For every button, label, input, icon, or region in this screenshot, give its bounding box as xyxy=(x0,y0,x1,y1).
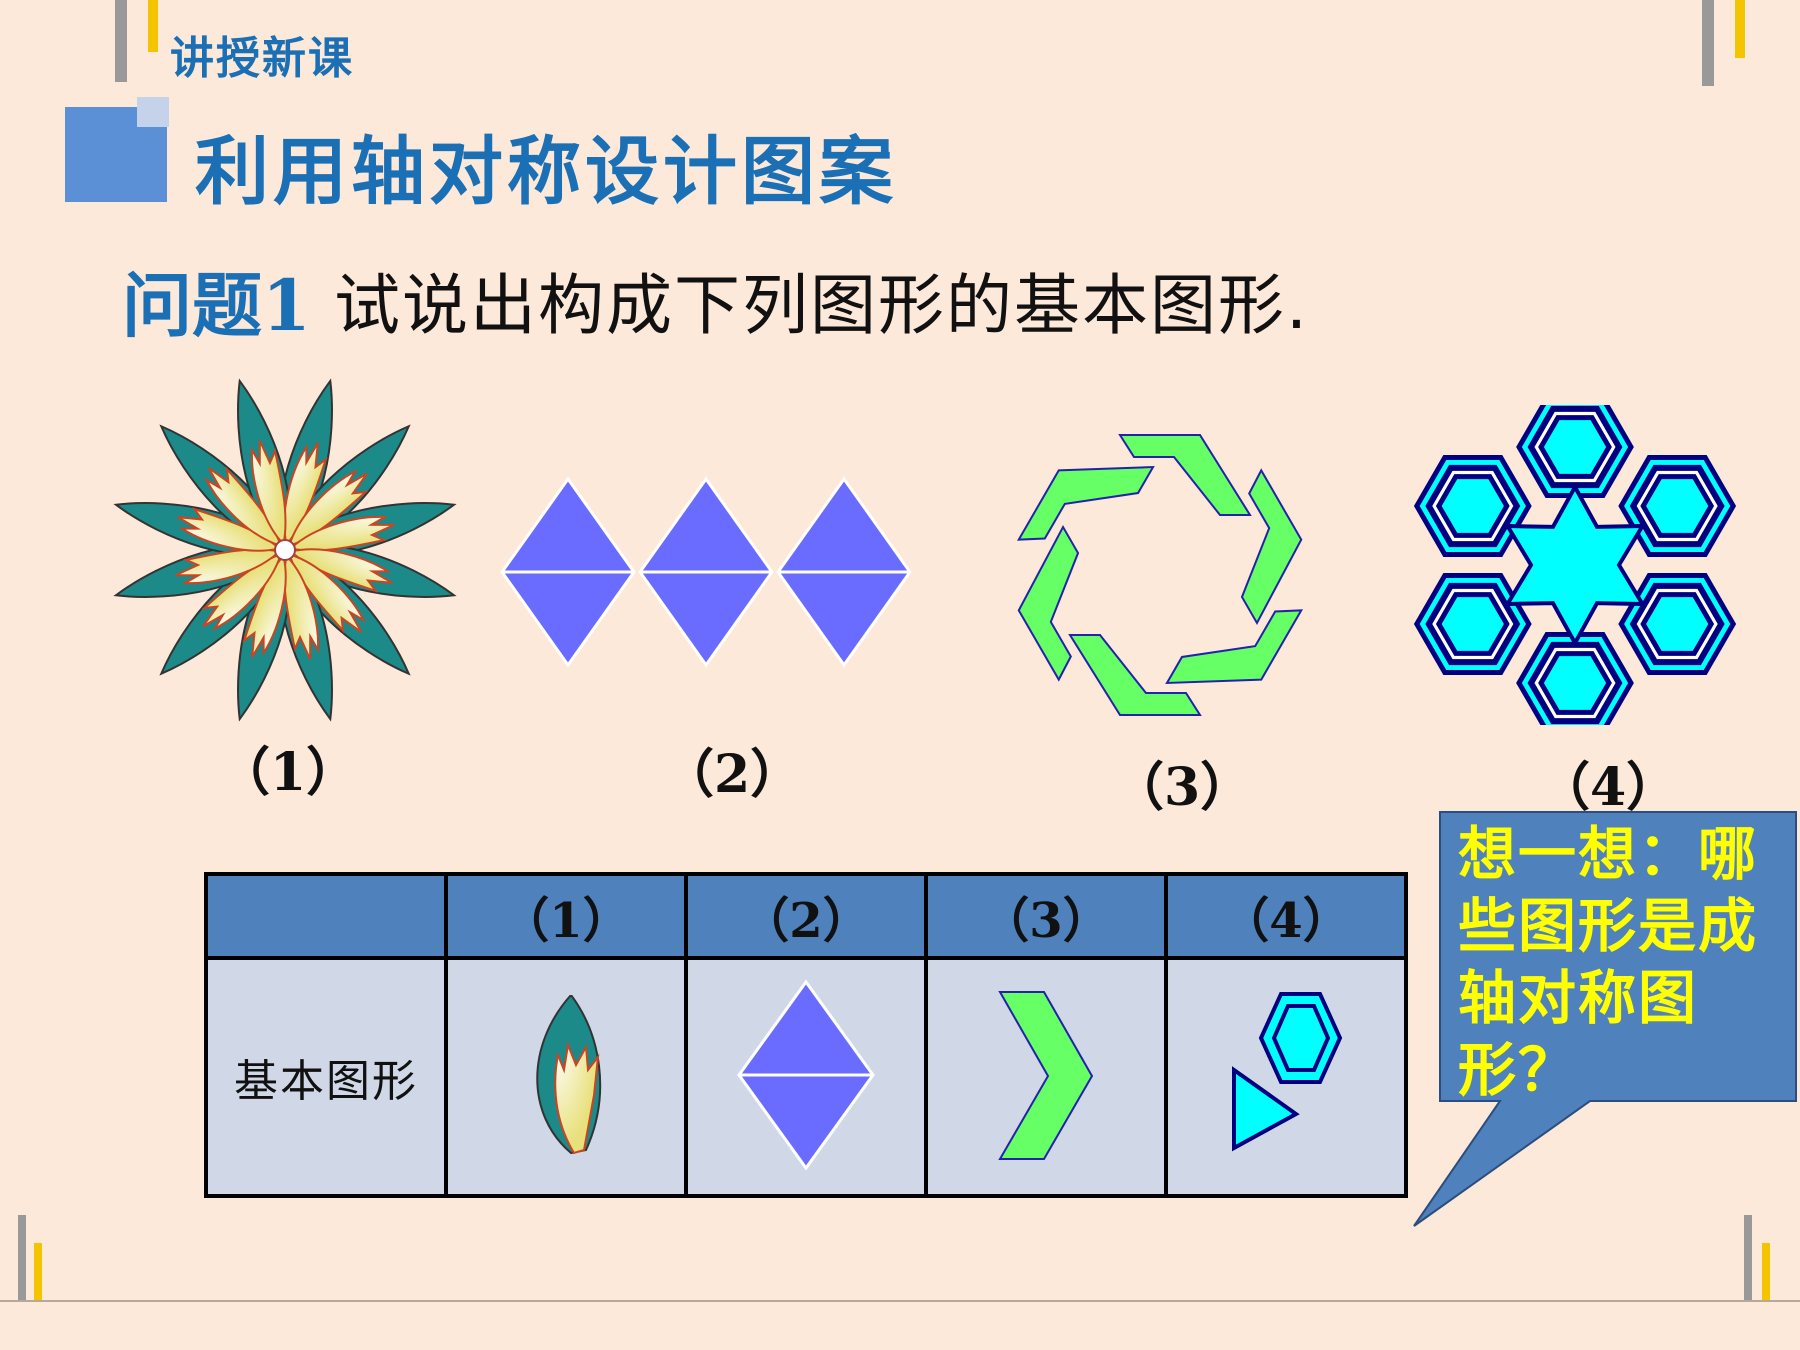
chevron-segment xyxy=(1118,434,1252,516)
hexagon-triangle-icon xyxy=(1232,992,1343,1152)
center-star xyxy=(1503,482,1647,648)
page-title: 利用轴对称设计图案 xyxy=(195,129,897,215)
star-flower-icon xyxy=(113,378,457,722)
deco-bar-gray-bl xyxy=(18,1215,26,1301)
table-cell-2 xyxy=(684,956,928,1198)
chevron-segment xyxy=(1165,609,1304,685)
deco-bar-gray-br xyxy=(1744,1215,1752,1301)
deco-bar-yellow-tr xyxy=(1735,0,1745,58)
chevron-segment xyxy=(1240,468,1303,626)
table-cell-1 xyxy=(444,956,688,1198)
table-header-empty xyxy=(204,872,448,960)
hexagon-ring xyxy=(1538,651,1612,715)
chevron-icon xyxy=(998,990,1094,1160)
question-text: 试说出构成下列图形的基本图形. xyxy=(334,267,1309,344)
table-row-label: 基本图形 xyxy=(204,956,448,1198)
table-header-3: （3） xyxy=(924,872,1168,960)
figure-label-1: （1） xyxy=(218,742,359,803)
heading-marker-small xyxy=(137,97,169,127)
table-header-row: （1） （2） （3） （4） xyxy=(204,872,1408,960)
rhombus-icon xyxy=(737,978,875,1171)
chevron-segment xyxy=(1017,524,1080,682)
deco-bar-gray-tl xyxy=(115,0,127,82)
basic-shapes-table: （1） （2） （3） （4） 基本图形 xyxy=(204,872,1408,1198)
figure-label-3: （3） xyxy=(1112,757,1253,818)
flower-petal-inner xyxy=(250,440,287,547)
hexagon-star-icon xyxy=(1413,405,1737,725)
table-cell-3 xyxy=(924,956,1168,1198)
deco-bar-yellow-tl xyxy=(148,0,158,52)
deco-bar-gray-tr xyxy=(1702,0,1714,86)
deco-bar-yellow-bl xyxy=(34,1243,42,1301)
figure-label-2: （2） xyxy=(662,744,803,805)
hexagon-ring xyxy=(1435,592,1510,656)
hexagonal-chevron-icon xyxy=(1016,434,1304,716)
callout-bubble xyxy=(1413,811,1797,1227)
table-header-2: （2） xyxy=(684,872,928,960)
table-row: 基本图形 xyxy=(204,956,1408,1198)
hexagon-ring xyxy=(1435,474,1510,538)
figure-label-4: （4） xyxy=(1538,757,1679,818)
three-rhombus-icon xyxy=(500,476,912,668)
chevron-segment xyxy=(1068,634,1202,716)
callout-text: 想一想：哪些图形是成轴对称图形？ xyxy=(1458,820,1759,1104)
table-header-4: （4） xyxy=(1164,872,1408,960)
deco-bar-yellow-br xyxy=(1762,1243,1770,1301)
section-label: 讲授新课 xyxy=(170,33,354,84)
hexagon-ring xyxy=(1538,415,1612,479)
table-header-1: （1） xyxy=(444,872,688,960)
question-label: 问题1 xyxy=(122,264,311,347)
table-cell-4 xyxy=(1164,956,1408,1198)
chevron-segment xyxy=(1016,465,1155,541)
hexagon-ring xyxy=(1640,474,1715,538)
petal-icon xyxy=(536,993,602,1155)
hexagon-ring xyxy=(1640,592,1715,656)
bottom-divider xyxy=(0,1300,1800,1302)
